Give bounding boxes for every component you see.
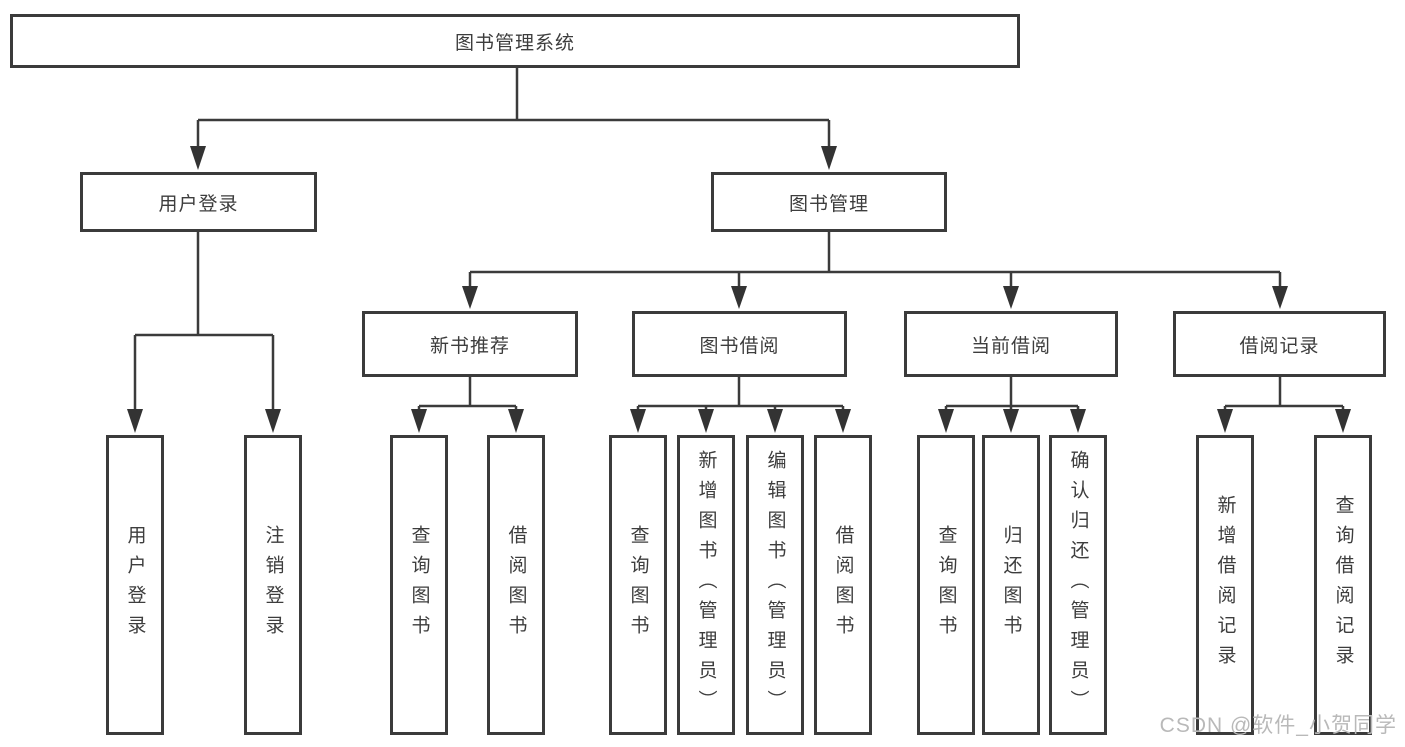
leaf-label: 用户登录 — [124, 525, 146, 645]
node-book-borrowing-label: 图书借阅 — [699, 335, 780, 357]
leaf-confirm-return-admin: 确认归还（管理员） — [1049, 435, 1107, 735]
leaf-label: 查询图书 — [627, 525, 649, 645]
leaf-label: 新增借阅记录 — [1214, 495, 1236, 675]
csdn-watermark: CSDN @软件_小贺同学 — [1159, 714, 1397, 737]
leaf-logout: 注销登录 — [244, 435, 302, 735]
leaf-edit-books-admin: 编辑图书（管理员） — [746, 435, 804, 735]
leaf-query-borrow-record: 查询借阅记录 — [1314, 435, 1372, 735]
node-book-borrowing: 图书借阅 — [632, 311, 847, 377]
leaf-label: 借阅图书 — [505, 525, 527, 645]
leaf-label: 确认归还（管理员） — [1067, 450, 1089, 720]
node-user-login: 用户登录 — [80, 172, 317, 232]
leaf-add-borrow-record: 新增借阅记录 — [1196, 435, 1254, 735]
leaf-label: 查询借阅记录 — [1332, 495, 1354, 675]
node-new-book-recommendation-label: 新书推荐 — [429, 335, 510, 357]
leaf-label: 查询图书 — [935, 525, 957, 645]
node-library-system: 图书管理系统 — [10, 14, 1020, 68]
leaf-borrow-books: 借阅图书 — [814, 435, 872, 735]
leaf-user-login: 用户登录 — [106, 435, 164, 735]
leaf-label: 编辑图书（管理员） — [764, 450, 786, 720]
leaf-query-books-recommend: 查询图书 — [390, 435, 448, 735]
node-borrowing-records: 借阅记录 — [1173, 311, 1386, 377]
node-book-management-label: 图书管理 — [788, 193, 869, 215]
node-user-login-label: 用户登录 — [158, 193, 239, 215]
node-current-borrowing-label: 当前借阅 — [970, 335, 1051, 357]
leaf-return-books: 归还图书 — [982, 435, 1040, 735]
leaf-label: 新增图书（管理员） — [695, 450, 717, 720]
leaf-label: 查询图书 — [408, 525, 430, 645]
leaf-label: 注销登录 — [262, 525, 284, 645]
leaf-label: 借阅图书 — [832, 525, 854, 645]
node-borrowing-records-label: 借阅记录 — [1239, 335, 1320, 357]
node-book-management: 图书管理 — [711, 172, 947, 232]
leaf-query-books-current: 查询图书 — [917, 435, 975, 735]
leaf-borrow-books-recommend: 借阅图书 — [487, 435, 545, 735]
node-current-borrowing: 当前借阅 — [904, 311, 1118, 377]
leaf-label: 归还图书 — [1000, 525, 1022, 645]
node-new-book-recommendation: 新书推荐 — [362, 311, 578, 377]
leaf-query-books-borrowing: 查询图书 — [609, 435, 667, 735]
node-library-system-label: 图书管理系统 — [454, 32, 575, 54]
leaf-add-books-admin: 新增图书（管理员） — [677, 435, 735, 735]
